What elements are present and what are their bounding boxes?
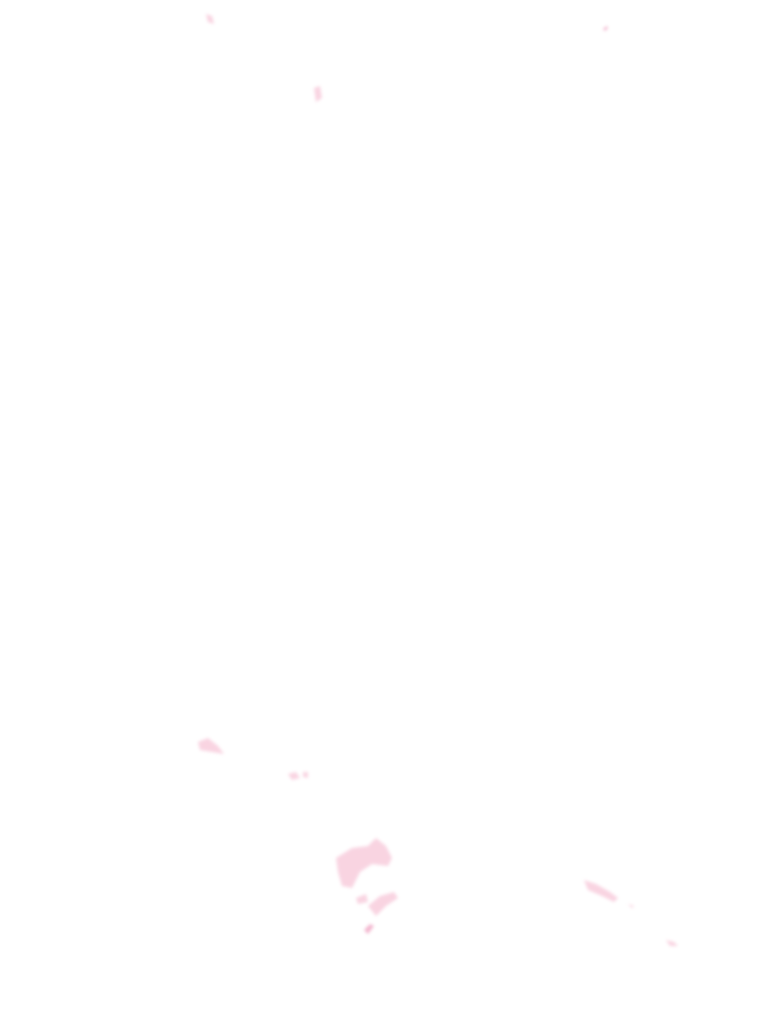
tissue-fragment <box>364 924 374 934</box>
tissue-fragment <box>356 894 368 904</box>
tissue-fragment <box>584 880 618 902</box>
tissue-fragment <box>288 772 300 780</box>
tissue-fragment <box>314 86 322 102</box>
tissue-fragment <box>368 892 398 916</box>
tissue-fragment <box>628 904 634 908</box>
tissue-fragment <box>603 26 608 31</box>
tissue-fragment <box>206 14 214 24</box>
tissue-fragment <box>198 738 224 754</box>
tissue-fragment <box>303 772 308 778</box>
tissue-fragment <box>336 838 392 888</box>
tissue-fragment <box>666 940 678 946</box>
